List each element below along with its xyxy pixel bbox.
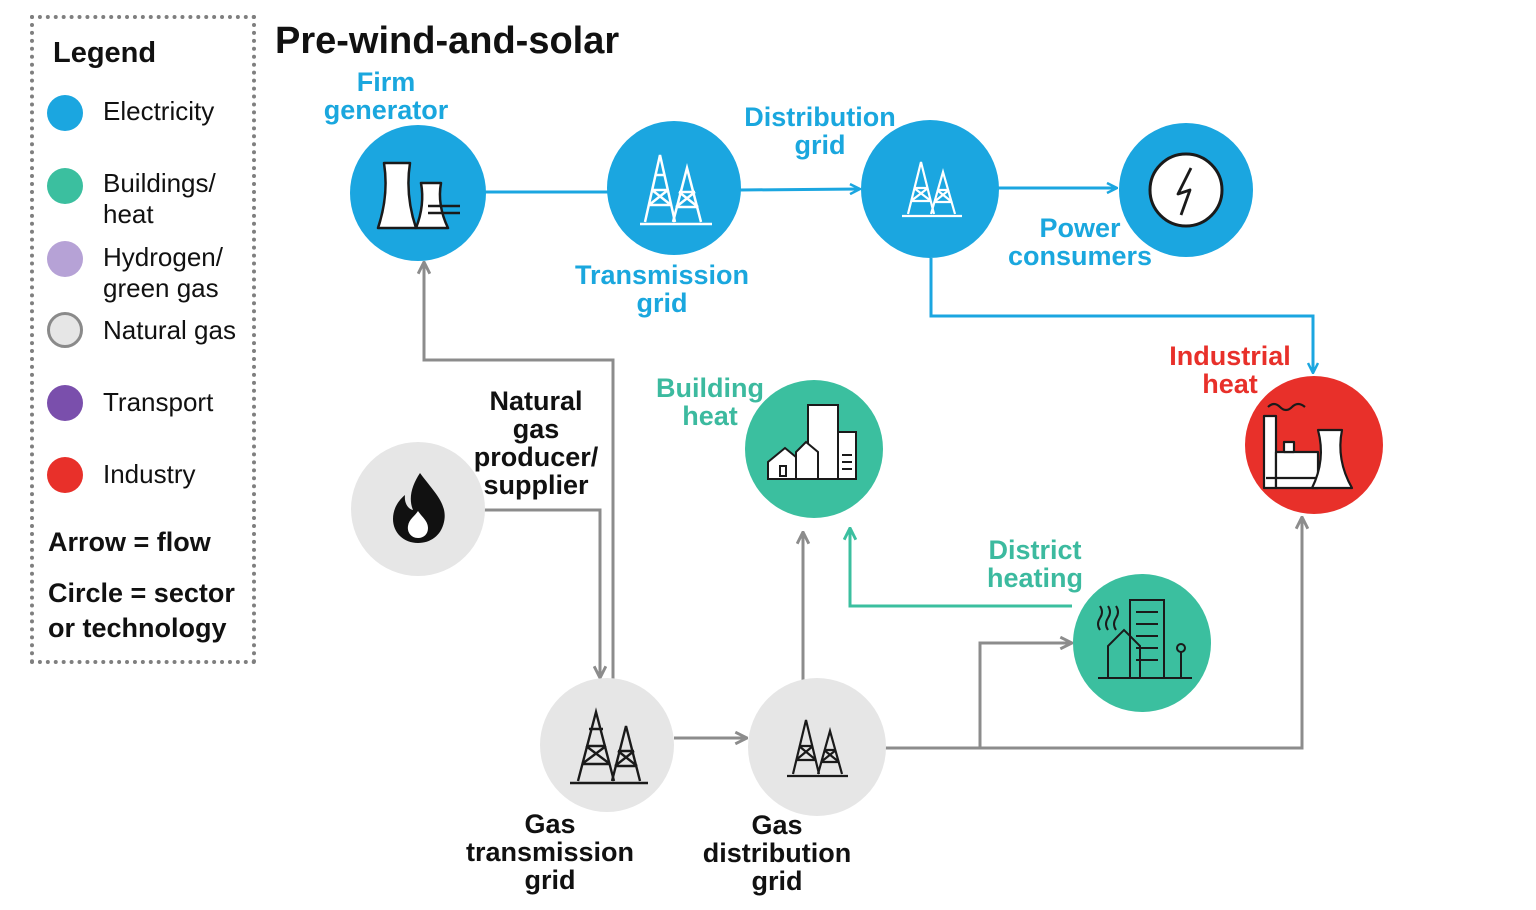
pylon-icon [787, 719, 848, 778]
lightning-bolt-icon [1148, 152, 1224, 228]
legend-dot-buildings-heat [47, 168, 83, 204]
node-distribution-grid [861, 120, 999, 258]
legend-dot-transport [47, 385, 83, 421]
flow-gas-to-generator [424, 262, 615, 680]
flow-transmission-to-distribution [739, 189, 860, 190]
legend-circle-note: Circle = sector or technology [48, 578, 235, 643]
electricity-flows [485, 188, 1313, 373]
flow-gas-distribution-to-district-heating [978, 643, 1072, 748]
legend-label-natural-gas: Natural gas [103, 315, 236, 345]
legend-label-electricity: Electricity [103, 96, 215, 126]
node-industrial-heat [1245, 376, 1383, 514]
label-industrial-heat: Industrial heat [1169, 341, 1291, 399]
legend-arrow-note: Arrow = flow [48, 527, 211, 557]
legend-label-transport: Transport [103, 387, 214, 417]
node-district-heating [1073, 574, 1211, 712]
label-building-heat: Building heat [656, 373, 764, 431]
node-building-heat [745, 380, 883, 518]
flow-gas-distribution-to-industry [885, 517, 1302, 750]
flame-icon [393, 473, 445, 543]
flow-distribution-to-industry [929, 258, 1313, 373]
label-gas-transmission-grid: Gas transmission grid [465, 809, 635, 895]
label-transmission-grid: Transmission grid [574, 260, 750, 318]
legend-label-hydrogen: Hydrogen/ green gas [103, 242, 223, 303]
pylon-icon [570, 707, 648, 785]
label-power-consumers: Power consumers [1007, 213, 1153, 271]
pylon-icon [640, 154, 712, 226]
gas-flows [424, 262, 1302, 750]
legend-title: Legend [53, 37, 157, 69]
diagram-title: Pre-wind-and-solar [275, 20, 620, 62]
buildings-icon [767, 404, 857, 480]
legend-dot-natural-gas [47, 312, 83, 348]
district-heating-icon [1097, 599, 1192, 679]
legend-dot-electricity [47, 95, 83, 131]
legend-dot-hydrogen [47, 241, 83, 277]
node-gas-supplier [351, 442, 485, 576]
node-gas-transmission-grid [540, 678, 674, 812]
legend-box [30, 15, 256, 664]
label-gas-distribution-grid: Gas distribution grid [702, 810, 852, 896]
factory-icon [1262, 402, 1354, 490]
node-firm-generator [350, 125, 486, 261]
cooling-tower-icon [376, 161, 460, 230]
node-power-consumers [1119, 123, 1253, 257]
label-gas-supplier: Natural gas producer/ supplier [473, 386, 599, 500]
label-firm-generator: Firm generator [323, 67, 449, 125]
legend-label-industry: Industry [103, 459, 196, 489]
flow-district-heating-to-building-heat [850, 528, 1072, 608]
label-district-heating: District heating [986, 535, 1083, 593]
pylon-icon [902, 161, 962, 218]
flow-supplier-to-gas-transmission [478, 508, 600, 678]
node-transmission-grid [607, 121, 741, 255]
label-distribution-grid: Distribution grid [744, 102, 896, 160]
node-gas-distribution-grid [748, 678, 886, 816]
legend-label-buildings-heat: Buildings/ heat [103, 168, 216, 229]
legend-dot-industry [47, 457, 83, 493]
